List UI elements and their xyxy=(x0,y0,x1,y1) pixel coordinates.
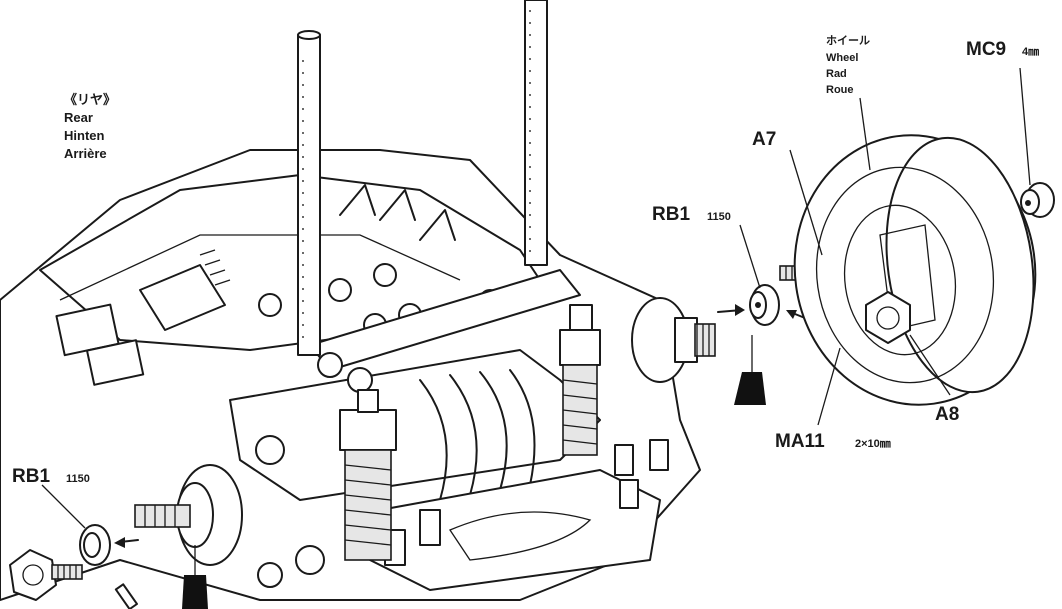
wheel-label: ホイール Wheel Rad Roue xyxy=(826,34,870,96)
arrow-left-hub xyxy=(114,537,139,548)
shock-absorber-left xyxy=(339,389,397,561)
hex-nut-a8 xyxy=(865,291,911,344)
label-en: Rear xyxy=(64,110,93,125)
bearing-rb1-left xyxy=(79,524,111,566)
pin-left xyxy=(114,583,138,609)
ma11-size: 2×10㎜ xyxy=(855,438,891,450)
lock-nut-mc9 xyxy=(1020,182,1055,218)
part-label-ma11: MA11 2×10㎜ xyxy=(775,431,891,452)
rb1-right-code: RB1 xyxy=(652,204,690,225)
a8-code: A8 xyxy=(935,404,959,425)
part-label-rb1-left: RB1 1150 xyxy=(12,466,90,487)
wheel-jp: ホイール xyxy=(826,34,870,47)
part-label-a8: A8 xyxy=(935,404,959,425)
grease-brush-left xyxy=(182,545,208,609)
label-jp: 《リヤ》 xyxy=(64,92,116,107)
right-hub xyxy=(631,297,716,383)
hex-nut-left xyxy=(9,549,83,601)
leader-lines xyxy=(41,67,1031,529)
shock-tower-rods xyxy=(297,0,548,356)
ma11-code: MA11 xyxy=(775,431,825,452)
arrow-hub-to-bearing xyxy=(717,304,745,316)
a7-code: A7 xyxy=(752,129,776,150)
bearing-rb1-right xyxy=(749,284,780,326)
part-label-a7: A7 xyxy=(752,129,776,150)
mc9-size: 4㎜ xyxy=(1022,46,1039,58)
mc9-code: MC9 xyxy=(966,39,1006,60)
label-fr: Arrière xyxy=(64,146,107,161)
grease-brush-right xyxy=(734,335,766,405)
wheel-en: Wheel xyxy=(826,52,858,64)
wheel-de: Rad xyxy=(826,68,847,80)
wheel xyxy=(793,134,1037,406)
rb1-left-number: 1150 xyxy=(66,473,90,485)
rb1-right-number: 1150 xyxy=(707,211,731,223)
section-label-rear: 《リヤ》 Rear Hinten Arrière xyxy=(64,92,116,161)
left-hub xyxy=(134,464,243,566)
chassis xyxy=(0,149,701,601)
label-de: Hinten xyxy=(64,128,105,143)
part-label-rb1-right: RB1 1150 xyxy=(652,204,731,225)
part-label-mc9: MC9 4㎜ xyxy=(966,39,1039,60)
arrow-pin xyxy=(786,310,806,319)
shock-absorber-right xyxy=(559,304,601,456)
rb1-left-code: RB1 xyxy=(12,466,50,487)
wheel-fr: Roue xyxy=(826,84,854,96)
